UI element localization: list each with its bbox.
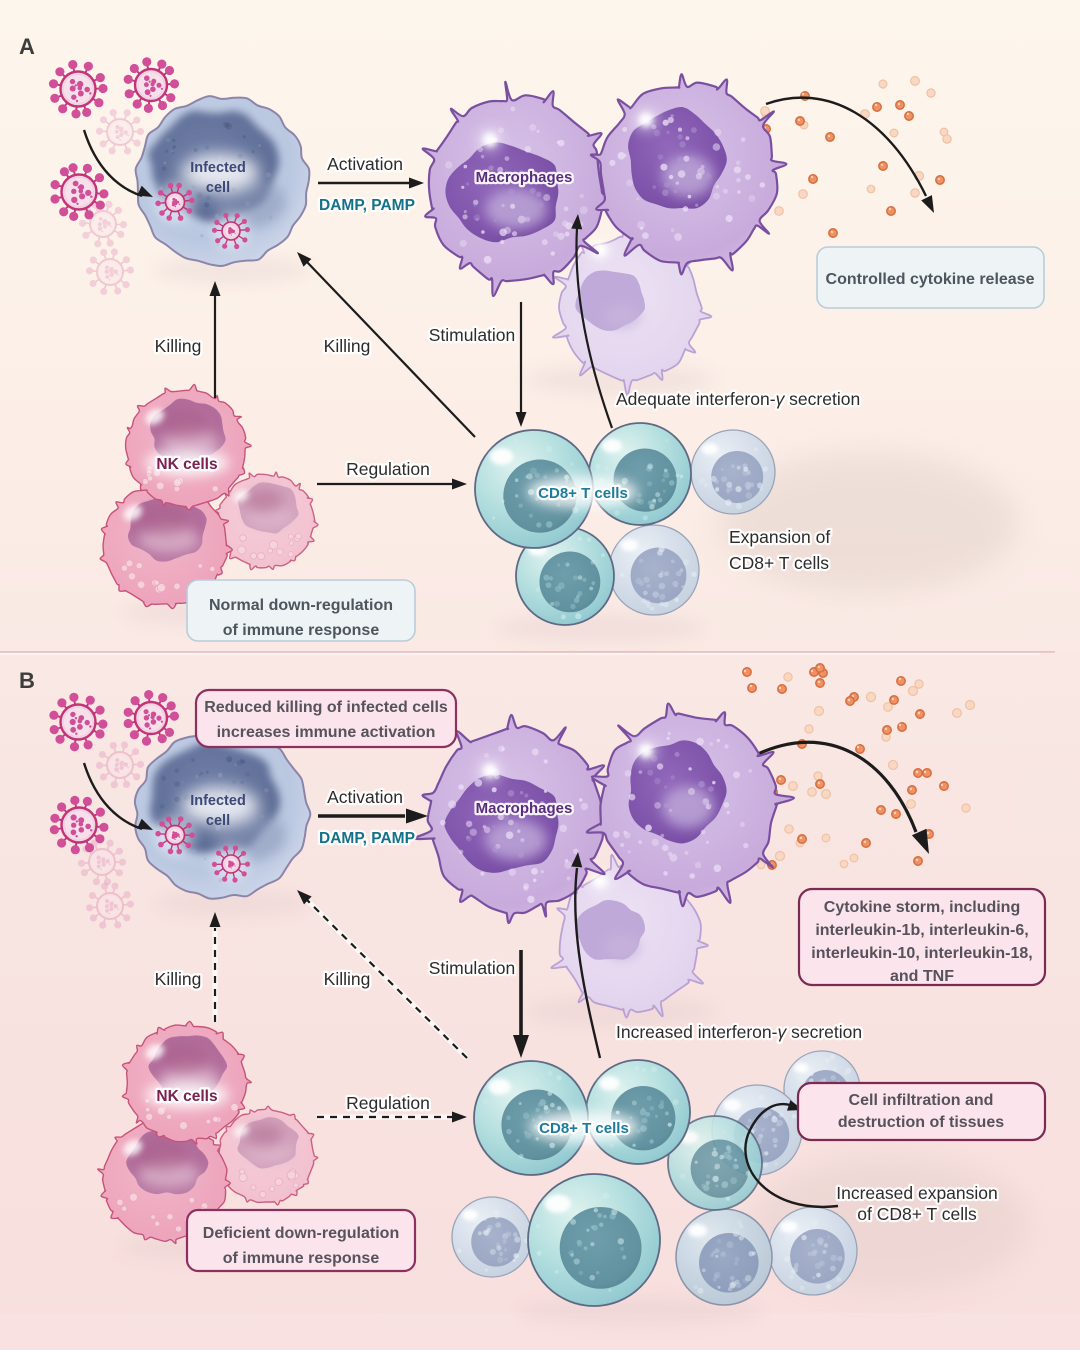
svg-text:Increased interferon-γ secreti: Increased interferon-γ secretion bbox=[616, 1022, 862, 1042]
svg-text:cell: cell bbox=[206, 813, 230, 829]
svg-text:NK cells: NK cells bbox=[156, 1088, 217, 1105]
svg-text:Activation: Activation bbox=[327, 154, 403, 174]
svg-text:Infected: Infected bbox=[190, 793, 246, 809]
svg-text:Deficient down-regulation: Deficient down-regulation bbox=[203, 1225, 399, 1242]
svg-text:Infected: Infected bbox=[190, 160, 246, 176]
svg-text:of CD8+ T cells: of CD8+ T cells bbox=[857, 1204, 977, 1224]
svg-text:Cell infiltration and: Cell infiltration and bbox=[849, 1092, 994, 1109]
svg-text:NK cells: NK cells bbox=[156, 456, 217, 473]
svg-text:Killing: Killing bbox=[155, 336, 202, 356]
svg-text:Regulation: Regulation bbox=[346, 459, 430, 479]
svg-text:Adequate interferon-γ secretio: Adequate interferon-γ secretion bbox=[616, 389, 860, 409]
svg-text:of immune response: of immune response bbox=[223, 622, 380, 639]
svg-text:increases immune activation: increases immune activation bbox=[217, 724, 436, 741]
svg-text:Stimulation: Stimulation bbox=[429, 958, 516, 978]
svg-text:CD8+ T cells: CD8+ T cells bbox=[539, 1120, 629, 1137]
svg-text:Increased expansion: Increased expansion bbox=[836, 1183, 998, 1203]
svg-text:Macrophages: Macrophages bbox=[476, 800, 573, 817]
svg-text:B: B bbox=[19, 668, 35, 693]
svg-text:destruction of tissues: destruction of tissues bbox=[838, 1114, 1004, 1131]
svg-text:Killing: Killing bbox=[155, 969, 202, 989]
svg-text:DAMP, PAMP: DAMP, PAMP bbox=[319, 197, 415, 214]
svg-text:Activation: Activation bbox=[327, 787, 403, 807]
svg-text:Stimulation: Stimulation bbox=[429, 325, 516, 345]
svg-text:A: A bbox=[19, 34, 35, 59]
svg-text:cell: cell bbox=[206, 180, 230, 196]
svg-text:Killing: Killing bbox=[324, 336, 371, 356]
svg-text:interleukin-1b, interleukin-6,: interleukin-1b, interleukin-6, bbox=[815, 922, 1028, 939]
svg-text:Expansion of: Expansion of bbox=[729, 527, 830, 547]
svg-text:interleukin-10, interleukin-18: interleukin-10, interleukin-18, bbox=[811, 945, 1032, 962]
svg-text:Macrophages: Macrophages bbox=[476, 169, 573, 186]
svg-text:Normal down-regulation: Normal down-regulation bbox=[209, 597, 393, 614]
svg-text:and TNF: and TNF bbox=[890, 968, 954, 985]
svg-text:Killing: Killing bbox=[324, 969, 371, 989]
svg-text:of immune response: of immune response bbox=[223, 1250, 380, 1267]
svg-text:Controlled cytokine release: Controlled cytokine release bbox=[826, 271, 1035, 288]
svg-text:Reduced killing of infected ce: Reduced killing of infected cells bbox=[204, 699, 448, 716]
svg-text:CD8+ T cells: CD8+ T cells bbox=[729, 553, 829, 573]
svg-text:DAMP, PAMP: DAMP, PAMP bbox=[319, 830, 415, 847]
svg-text:Regulation: Regulation bbox=[346, 1093, 430, 1113]
svg-text:Cytokine storm, including: Cytokine storm, including bbox=[824, 899, 1020, 916]
svg-text:CD8+ T cells: CD8+ T cells bbox=[538, 485, 628, 502]
